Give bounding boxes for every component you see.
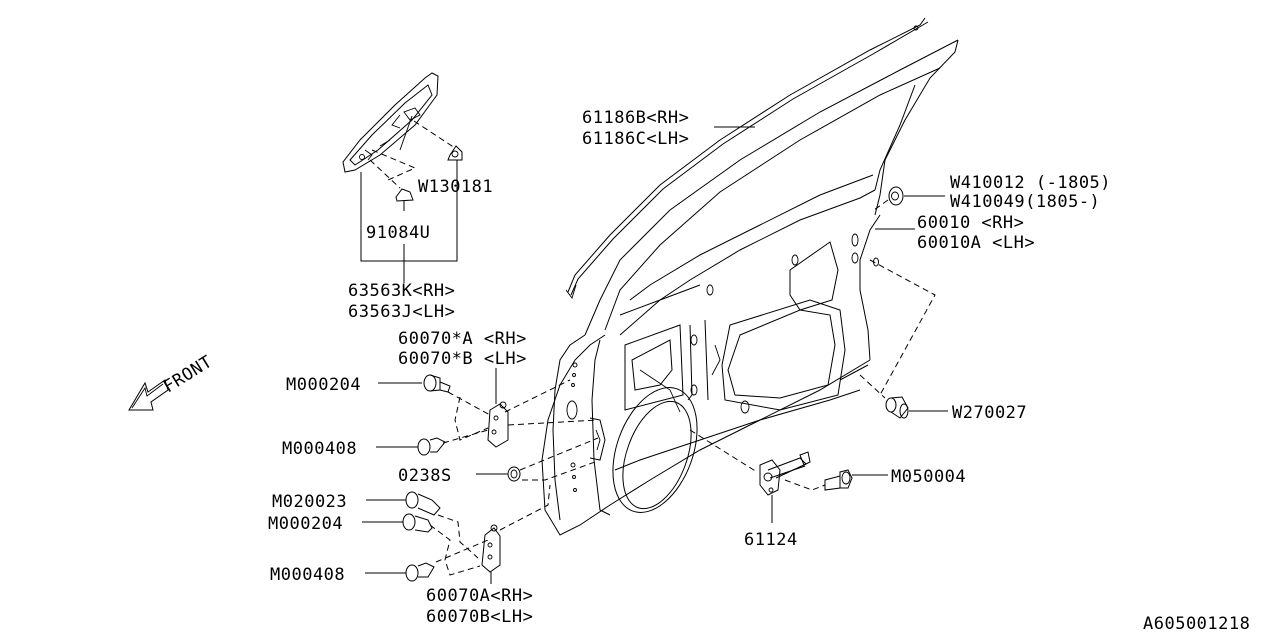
label-m000408-upper[interactable]: M000408	[282, 439, 357, 459]
label-91084u[interactable]: 91084U	[366, 223, 430, 243]
label-60070b[interactable]: 60070B<LH>	[426, 607, 533, 627]
door-panel[interactable]	[541, 39, 959, 536]
door-check[interactable]	[759, 451, 811, 523]
bolt-m020023[interactable]	[366, 491, 441, 516]
label-m000408-lower[interactable]: M000408	[270, 565, 345, 585]
label-63563k[interactable]: 63563K<RH>	[348, 281, 455, 301]
label-60070a[interactable]: 60070A<RH>	[426, 586, 533, 606]
lower-hinge-dashed	[429, 484, 551, 576]
bolt-m000408-lower[interactable]	[365, 562, 435, 582]
label-m000204-lower[interactable]: M000204	[268, 514, 343, 534]
label-63563j[interactable]: 63563J<LH>	[348, 302, 455, 322]
bolt-m000204-lower[interactable]	[362, 513, 433, 533]
bolt-m050004[interactable]	[824, 469, 888, 491]
plug-w270027[interactable]	[885, 396, 948, 419]
label-61186b[interactable]: 61186B<RH>	[582, 108, 689, 128]
label-m000204-upper[interactable]: M000204	[286, 375, 361, 395]
weatherstrip[interactable]	[565, 17, 929, 299]
upper-hinge[interactable]	[487, 368, 509, 448]
upper-hinge-dashed	[442, 379, 599, 444]
clip-91084u[interactable]	[395, 188, 414, 202]
nut-0238s[interactable]	[476, 466, 521, 482]
front-direction-label: FRONT	[160, 352, 216, 397]
mirror-cover[interactable]	[342, 72, 439, 173]
bolt-m000204-upper[interactable]	[378, 374, 451, 393]
grommet[interactable]	[873, 186, 945, 211]
bolt-m000408-upper[interactable]	[376, 437, 446, 456]
label-60010a[interactable]: 60010A <LH>	[917, 233, 1035, 253]
label-w270027[interactable]: W270027	[952, 403, 1027, 423]
label-60070-b[interactable]: 60070*B <LH>	[398, 349, 527, 369]
door-check-leader-dashed	[689, 429, 826, 491]
label-m050004[interactable]: M050004	[891, 467, 966, 487]
label-w410049[interactable]: W410049(1805-)	[950, 192, 1100, 212]
lower-hinge[interactable]	[481, 524, 501, 584]
figure-id: A605001218	[1143, 614, 1250, 634]
clip-w130181[interactable]	[447, 145, 463, 161]
label-w410012[interactable]: W410012 (-1805)	[950, 173, 1111, 193]
label-0238s[interactable]: 0238S	[398, 466, 452, 486]
label-61124[interactable]: 61124	[744, 530, 798, 550]
plug-leader-dashed	[859, 259, 936, 399]
nut-leader-dashed	[519, 437, 599, 481]
label-60070-a[interactable]: 60070*A <RH>	[398, 329, 527, 349]
front-arrow-icon	[128, 379, 169, 411]
label-m020023[interactable]: M020023	[272, 492, 347, 512]
label-w130181[interactable]: W130181	[418, 177, 493, 197]
mirror-leaders	[360, 120, 458, 283]
label-61186c[interactable]: 61186C<LH>	[582, 129, 689, 149]
label-60010[interactable]: 60010 <RH>	[917, 213, 1024, 233]
